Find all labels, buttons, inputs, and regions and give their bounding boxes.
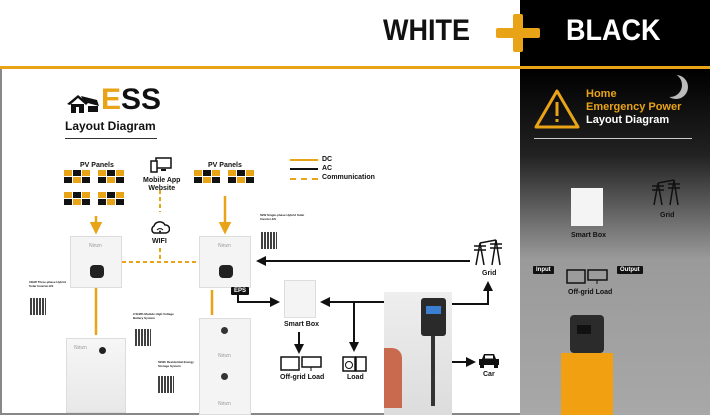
emergency-title: Home Emergency Power Layout Diagram <box>586 88 681 127</box>
inverter-display-icon <box>90 265 104 278</box>
battery-right: Ninzn Ninzn <box>199 318 251 415</box>
appliance-load-icon <box>342 356 367 372</box>
battery-button-icon <box>99 347 106 354</box>
car-icon <box>479 354 499 368</box>
emergency-grid-icon <box>652 179 680 206</box>
battery-brand: Ninzn <box>218 401 231 407</box>
legend-dc-line <box>290 159 318 161</box>
plus-icon <box>496 14 540 52</box>
off-grid-load-icon <box>280 356 322 371</box>
output-tag: Output <box>617 266 643 274</box>
house-icon <box>67 95 99 113</box>
emergency-smart-box-label: Smart Box <box>571 232 607 239</box>
inverter-brand: Ninzn <box>218 243 231 249</box>
inverter-right: Ninzn <box>199 236 251 288</box>
pv-panels-left-icon <box>64 170 124 205</box>
header-black <box>520 0 710 68</box>
battery-left: Ninzn <box>66 338 126 413</box>
mobile-monitor-icon <box>150 157 172 173</box>
grid-label: Grid <box>482 270 497 277</box>
warning-icon <box>534 89 580 129</box>
battery-left-spec: 2.5kWh Module High Voltage Battery Syste… <box>133 312 174 320</box>
smart-box-label: Smart Box <box>284 321 320 328</box>
ev-charger-photo <box>384 292 452 415</box>
car-photo <box>384 348 402 408</box>
inverter-right-spec: 5kW Single-phase Hybrid Solar Inverter-E… <box>260 213 305 221</box>
emergency-smart-box <box>571 188 603 226</box>
emergency-off-grid-icon <box>566 269 608 284</box>
emergency-title-line1: Home <box>586 88 617 100</box>
inverter-brand: Ninzn <box>89 243 102 249</box>
pv-panels-right-icon <box>194 170 254 183</box>
ev-charger-screen <box>426 306 441 314</box>
smart-box <box>284 280 316 318</box>
orange-pedestal <box>561 353 613 415</box>
inverter-display-icon <box>219 265 233 278</box>
header-black-word: BLACK <box>566 14 661 47</box>
inverter-left-spec: 10kW Three-phase Hybrid Solar Inverter-E… <box>29 280 66 288</box>
qr-code-icon <box>158 376 174 393</box>
ess-title-rest: SS <box>121 83 162 116</box>
header-white-word: WHITE <box>383 14 470 47</box>
title-underline <box>65 138 157 139</box>
website-text: Website <box>148 185 176 192</box>
emergency-grid-label: Grid <box>660 212 675 219</box>
inverter-left: Ninzn <box>70 236 122 288</box>
ev-charger-pole <box>431 336 435 406</box>
battery-brand: Ninzn <box>218 353 231 359</box>
qr-code-icon <box>30 298 46 315</box>
off-grid-load-label: Off-grid Load <box>280 374 325 381</box>
pv-panels-right-label: PV Panels <box>208 162 242 169</box>
legend-dc: DC <box>322 156 333 163</box>
pv-panels-left-label: PV Panels <box>80 162 114 169</box>
power-station-screen <box>577 325 591 334</box>
battery-right-spec: 5kWh Residential Energy Storage System <box>158 360 194 368</box>
grid-tower-icon <box>474 239 502 266</box>
divider-line <box>0 66 710 69</box>
emergency-off-grid-label: Off-grid Load <box>568 289 613 296</box>
legend-ac: AC <box>322 165 333 172</box>
portable-power-station <box>570 315 604 353</box>
mobile-app-text: Mobile App <box>143 177 181 184</box>
car-label: Car <box>483 371 495 378</box>
battery-brand: Ninzn <box>74 345 87 351</box>
wifi-label: WIFI <box>152 238 167 245</box>
battery-button-icon <box>221 373 228 380</box>
load-label: Load <box>347 374 364 381</box>
emergency-title-line2: Emergency Power <box>586 101 682 113</box>
eps-tag: EPS <box>231 287 250 295</box>
legend-comm-line <box>290 178 318 180</box>
emergency-underline <box>534 138 692 139</box>
legend-communication: Communication <box>322 174 375 181</box>
ess-subtitle: Layout Diagram <box>65 119 156 133</box>
battery-button-icon <box>221 327 228 334</box>
input-tag: Input <box>533 266 554 274</box>
emergency-title-line3: Layout Diagram <box>586 114 670 126</box>
qr-code-icon <box>261 232 277 249</box>
legend-ac-line <box>290 168 318 170</box>
qr-code-icon <box>135 329 151 346</box>
ess-title-accent: E <box>101 83 122 116</box>
header-white <box>0 0 520 68</box>
wifi-cloud-icon <box>151 221 170 234</box>
ev-charger-unit <box>421 298 446 336</box>
ess-title: ESS <box>101 84 161 116</box>
